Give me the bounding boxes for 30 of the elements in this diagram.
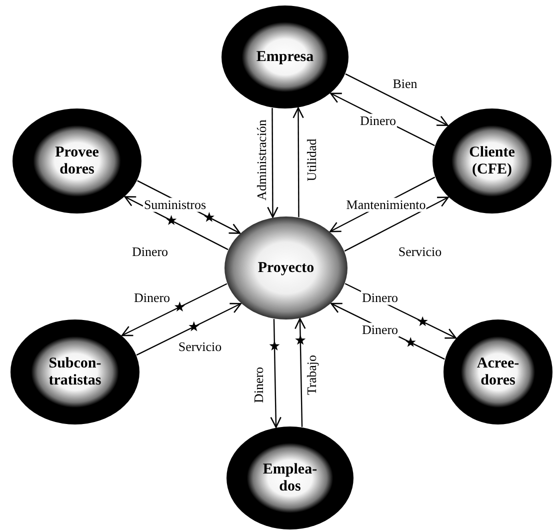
node-label: Empresa	[255, 48, 315, 66]
edge-label: Dinero	[360, 290, 400, 306]
edge-label: Utilidad	[304, 138, 320, 182]
node-label: Emplea- dos	[262, 462, 318, 494]
edge-label: Trabajo	[304, 354, 320, 396]
node-label: Proyecto	[256, 260, 316, 276]
edge-label: Dinero	[360, 322, 400, 338]
node-label: Subcon- tratistas	[48, 356, 102, 388]
arrow	[345, 73, 448, 126]
edge-label: Bien	[392, 76, 418, 92]
arrow	[136, 302, 242, 356]
edge-label: Dinero	[132, 290, 172, 306]
node-label: Cliente (CFE)	[468, 144, 516, 178]
node-label: Provee dores	[54, 144, 100, 178]
edge-label: Suministros	[142, 198, 208, 212]
arrow	[344, 196, 449, 252]
arrow	[267, 108, 278, 218]
arrow	[270, 319, 282, 428]
arrow	[294, 318, 306, 427]
arrow	[124, 196, 228, 250]
arrow	[121, 283, 228, 336]
arrow	[292, 107, 304, 218]
edge-label: Mantenimiento	[345, 198, 427, 212]
edge-label: Dinero	[252, 366, 266, 404]
edge-label: Dinero	[130, 244, 170, 260]
edge-label: Administración	[254, 118, 270, 202]
edge-label: Dinero	[358, 114, 398, 128]
edge-label: Servicio	[397, 244, 443, 260]
node-label: Acree- dores	[476, 356, 520, 388]
edge-label: Servicio	[177, 340, 223, 354]
